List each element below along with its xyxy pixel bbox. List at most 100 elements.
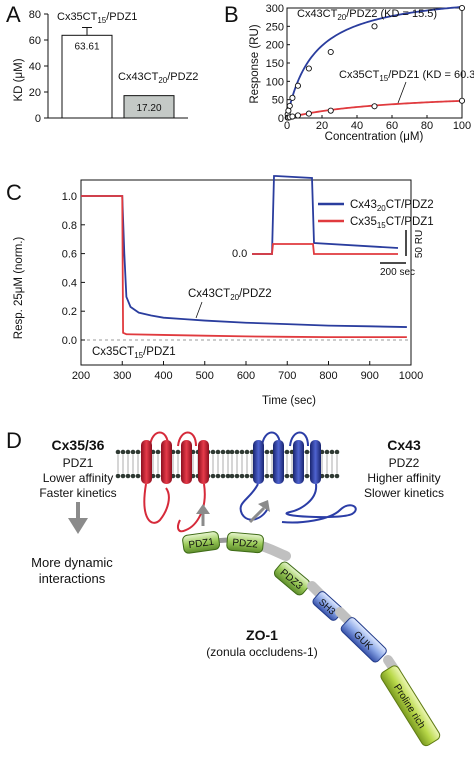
panel-c-legend: Cx4320CT/PDZ2 Cx3515CT/PDZ1: [318, 199, 434, 230]
lipid-head: [135, 473, 141, 479]
proline-rich-domain: Proline rich: [380, 665, 441, 747]
panel-c-xtick-label: 700: [278, 370, 296, 382]
panel-b-point: [305, 110, 312, 117]
panel-b-xtick-label: 40: [351, 120, 363, 132]
lipid-head: [334, 473, 340, 479]
panel-a-bar-value: 17.20: [136, 103, 161, 114]
lipid-head: [130, 473, 136, 479]
left-line-2: Lower affinity: [43, 471, 113, 485]
panel-a-ytick-label: 0: [35, 113, 41, 125]
panel-b-ytick-label: 200: [266, 40, 284, 52]
lipid-head: [175, 449, 181, 455]
lipid-head: [125, 473, 131, 479]
lipid-head: [155, 449, 161, 455]
panel-b-ytick-label: 50: [272, 95, 284, 107]
lipid-head: [115, 449, 121, 455]
legend-label-cx43: Cx4320CT/PDZ2: [350, 199, 434, 213]
panel-c-ylabel: Resp. 25μM (norm.): [13, 237, 25, 340]
panel-c-ytick-label: 0.4: [62, 277, 77, 289]
left-connexin-title: Cx35/36: [52, 437, 105, 453]
lipid-head: [155, 473, 161, 479]
cx43-connexin: [239, 431, 357, 524]
panel-b-ytick-label: 150: [266, 58, 284, 70]
panel-c-xtick-label: 200: [72, 370, 90, 382]
panel-a-category-label: Cx43CT20/PDZ2: [118, 71, 198, 85]
lipid-head: [215, 449, 221, 455]
lipid-head: [334, 449, 340, 455]
lipid-head: [210, 449, 216, 455]
panel-b-point: [458, 97, 466, 104]
panel-b-series-label: Cx35CT15/PDZ1 (KD = 60.3): [339, 69, 474, 83]
lipid-head: [324, 449, 330, 455]
lipid-head: [264, 473, 270, 479]
panel-letter-d: D: [6, 428, 22, 453]
panel-c-ytick-label: 0.8: [62, 220, 77, 232]
panel-b-point: [327, 48, 334, 56]
cx35-connexin: [141, 431, 209, 533]
panel-b-point: [371, 23, 378, 30]
panel-b-ylabel: Response (RU): [249, 24, 261, 103]
panel-b-point: [371, 103, 378, 110]
lipid-head: [220, 449, 226, 455]
lipid-head: [329, 473, 335, 479]
up-arrow-icon-pdz1: [196, 504, 210, 514]
panel-c-inset: 0.0 50 RU 200 sec: [232, 175, 425, 278]
right-line-1: PDZ2: [389, 456, 420, 470]
panel-c-ytick-label: 1.0: [62, 191, 77, 203]
panel-b-ytick-label: 0: [278, 113, 284, 125]
panel-c-xtick-label: 500: [196, 370, 214, 382]
panel-c-series: [81, 195, 407, 339]
panel-c-ytick-label: 0.0: [62, 335, 77, 347]
legend-label-cx35: Cx3515CT/PDZ1: [350, 216, 434, 230]
panel-b-xtick-label: 100: [453, 120, 471, 132]
lipid-head: [264, 449, 270, 455]
panel-c-xtick-label: 300: [113, 370, 131, 382]
panel-b-point: [294, 82, 301, 89]
up-arrow-icon-pdz2: [258, 500, 270, 512]
lipid-head: [239, 449, 245, 455]
left-outcome-1: More dynamic: [31, 555, 113, 570]
guk-domain: GUK: [340, 617, 387, 663]
panel-b-point: [289, 113, 296, 120]
panel-c-xtick-label: 400: [154, 370, 172, 382]
lipid-head: [324, 473, 330, 479]
panel-c-trace: [81, 195, 407, 328]
panel-b-xtick-label: 80: [421, 120, 433, 132]
panel-b-ytick-label: 100: [266, 76, 284, 88]
lipid-head: [284, 449, 290, 455]
lipid-head: [125, 449, 131, 455]
right-line-2: Higher affinity: [367, 471, 440, 485]
protein-full-name: (zonula occludens-1): [206, 645, 317, 659]
panel-b-point: [289, 94, 296, 101]
svg-text:PDZ2: PDZ2: [232, 537, 259, 550]
panel-c-xtick-label: 1000: [399, 370, 423, 382]
lipid-head: [120, 473, 126, 479]
panel-b-point: [286, 102, 293, 109]
lipid-head: [244, 473, 250, 479]
panel-b-series: Cx43CT20/PDZ2 (KD = 15.5)Cx35CT15/PDZ1 (…: [284, 4, 474, 121]
panel-b-point: [305, 65, 312, 72]
panel-b-xtick-label: 60: [386, 120, 398, 132]
svg-text:PDZ1: PDZ1: [188, 537, 215, 552]
panel-c-xlabel: Time (sec): [262, 395, 316, 407]
lipid-head: [225, 449, 231, 455]
lipid-head: [304, 473, 310, 479]
inset-cx43-trace: [252, 175, 399, 255]
lipid-head: [244, 449, 250, 455]
panel-a-ytick-label: 80: [29, 9, 41, 21]
panel-c-ytick-label: 0.2: [62, 306, 77, 318]
panel-c-xtick-label: 600: [237, 370, 255, 382]
left-line-1: PDZ1: [63, 456, 94, 470]
lipid-head: [130, 449, 136, 455]
panel-b-fit-curve: [286, 5, 463, 119]
panel-b-point: [294, 112, 301, 119]
panel-a-category-label: Cx35CT15/PDZ1: [57, 11, 137, 25]
panel-a-ytick-label: 60: [29, 35, 41, 47]
lipid-head: [229, 449, 235, 455]
